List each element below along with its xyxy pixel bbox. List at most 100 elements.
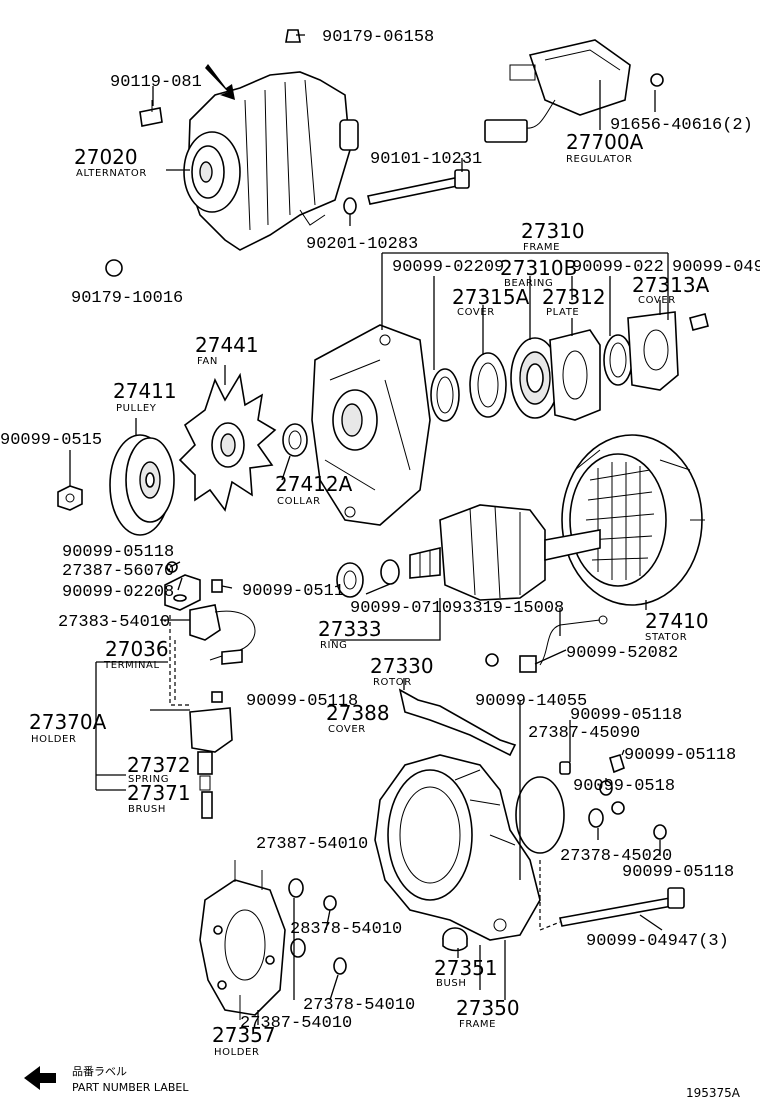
label-90099-02208: 90099-02208 bbox=[62, 583, 174, 602]
plate-27312-drawing bbox=[549, 329, 601, 421]
cover-27388-drawing bbox=[398, 688, 517, 757]
label-frame-top: FRAME bbox=[523, 242, 560, 253]
label-27312: 27312 bbox=[542, 285, 606, 309]
label-cover-b: COVER bbox=[638, 295, 676, 306]
label-93319-15008: 93319-15008 bbox=[452, 599, 564, 618]
label-90099-049: 90099-049 bbox=[672, 258, 760, 277]
label-27357: 27357 bbox=[212, 1023, 276, 1047]
label-terminal: TERMINAL bbox=[103, 660, 160, 671]
label-27387-56070: 27387-56070 bbox=[62, 562, 174, 581]
label-27020: 27020 bbox=[74, 145, 138, 169]
label-27387-45090: 27387-45090 bbox=[528, 724, 640, 743]
label-27372: 27372 bbox=[127, 753, 191, 777]
label-spring: SPRING bbox=[128, 774, 169, 785]
label-27410: 27410 bbox=[645, 609, 709, 633]
label-90099-0518: 90099-0518 bbox=[573, 777, 675, 796]
label-regulator: REGULATOR bbox=[566, 154, 633, 165]
leader-lines bbox=[69, 34, 669, 1025]
pulley-drawing bbox=[109, 434, 175, 536]
label-28378-54010: 28378-54010 bbox=[290, 920, 402, 939]
label-rotor: ROTOR bbox=[373, 677, 412, 688]
ring-90099-0710-drawing bbox=[380, 559, 400, 585]
fan-drawing bbox=[178, 372, 277, 512]
label-90099-02209: 90099-02209 bbox=[392, 258, 504, 277]
label-27036: 27036 bbox=[105, 637, 169, 661]
label-90099-05118-c: 90099-05118 bbox=[246, 692, 358, 711]
bush-27378-45020-drawing bbox=[588, 808, 604, 828]
figure-id: 195375A bbox=[686, 1086, 741, 1100]
label-90179-06158: 90179-06158 bbox=[322, 28, 434, 47]
label-90099-022: 90099-022 bbox=[572, 258, 664, 277]
label-90099-05118-f: 90099-05118 bbox=[622, 863, 734, 882]
label-ring: RING bbox=[320, 640, 348, 651]
nut-90099-0515-drawing bbox=[57, 485, 83, 511]
label-27371: 27371 bbox=[127, 781, 191, 805]
ring-90099-02209-drawing bbox=[430, 368, 460, 422]
cover-27313A-drawing bbox=[627, 311, 679, 391]
label-alternator: ALTERNATOR bbox=[76, 168, 147, 179]
label-90099-52082: 90099-52082 bbox=[566, 644, 678, 663]
label-27700A: 27700A bbox=[566, 130, 644, 154]
label-27378-54010: 27378-54010 bbox=[303, 996, 415, 1015]
label-90099-05118-e: 90099-05118 bbox=[624, 746, 736, 765]
label-27315A: 27315A bbox=[452, 285, 530, 309]
alternator-assembly-drawing bbox=[139, 29, 359, 251]
o-ring-drawing bbox=[515, 776, 565, 854]
label-27411: 27411 bbox=[113, 379, 177, 403]
label-27310B: 27310B bbox=[500, 256, 577, 280]
stator-drawing bbox=[561, 434, 705, 606]
cover-27315A-drawing bbox=[469, 352, 507, 418]
label-27313A: 27313A bbox=[632, 273, 710, 297]
rear-frame-drawing bbox=[374, 754, 541, 941]
nut-90179-10016-drawing bbox=[105, 259, 123, 277]
label-plate: PLATE bbox=[546, 307, 579, 318]
label-27441: 27441 bbox=[195, 333, 259, 357]
label-90099-05118-a: 90099-05118 bbox=[62, 543, 174, 562]
insulator-27378-54010-drawing bbox=[333, 957, 347, 975]
label-27351: 27351 bbox=[434, 956, 498, 980]
bearing-27310B-drawing bbox=[510, 337, 560, 419]
insulator-27387-54010-b-drawing bbox=[290, 938, 306, 958]
legend-en-label: PART NUMBER LABEL bbox=[72, 1081, 189, 1094]
label-90099-0511: 90099-0511 bbox=[242, 582, 344, 601]
insulator-27387-54010-a-drawing bbox=[288, 878, 304, 898]
callout-labels: 90179-06158 90119-081 91656-40616(2) 277… bbox=[0, 28, 760, 1058]
label-90201-10283: 90201-10283 bbox=[306, 235, 418, 254]
label-fan: FAN bbox=[197, 356, 218, 367]
label-27412A: 27412A bbox=[275, 472, 353, 496]
legend-arrow-icon bbox=[24, 1066, 56, 1090]
label-stator: STATOR bbox=[645, 632, 687, 643]
label-27310: 27310 bbox=[521, 219, 585, 243]
label-90099-14055: 90099-14055 bbox=[475, 692, 587, 711]
legend: 品番ラベル PART NUMBER LABEL bbox=[72, 1065, 189, 1094]
label-cover-a: COVER bbox=[457, 307, 495, 318]
label-90099-0515: 90099-0515 bbox=[0, 431, 102, 450]
label-holder-a: HOLDER bbox=[31, 734, 77, 745]
terminal-holder-drawing bbox=[164, 561, 256, 819]
label-27388: 27388 bbox=[326, 701, 390, 725]
screw-90099-049-drawing bbox=[689, 313, 709, 331]
label-90099-05118-d: 90099-05118 bbox=[570, 706, 682, 725]
label-27350: 27350 bbox=[456, 996, 520, 1020]
collar-drawing bbox=[282, 423, 308, 457]
label-90099-04947: 90099-04947(3) bbox=[586, 932, 729, 951]
label-90179-10016: 90179-10016 bbox=[71, 289, 183, 308]
ring-27333-drawing bbox=[336, 562, 364, 598]
label-90119-081: 90119-081 bbox=[110, 73, 202, 92]
drive-end-frame-drawing bbox=[311, 324, 431, 526]
label-collar: COLLAR bbox=[277, 496, 321, 507]
label-27387-54010-b: 27387-54010 bbox=[240, 1014, 352, 1033]
nut-90099-05118-e-drawing bbox=[609, 754, 625, 774]
label-27387-54010-a: 27387-54010 bbox=[256, 835, 368, 854]
label-27370A: 27370A bbox=[29, 710, 107, 734]
bush-27351-drawing bbox=[442, 927, 468, 952]
rotor-drawing bbox=[409, 504, 601, 601]
label-90101-10231: 90101-10231 bbox=[370, 150, 482, 169]
label-bush: BUSH bbox=[436, 978, 466, 989]
long-bolt-drawing bbox=[559, 887, 685, 927]
insulator-28378-drawing bbox=[323, 895, 337, 911]
nut-90099-05118-f-drawing bbox=[653, 824, 667, 840]
regulator-drawing bbox=[484, 39, 664, 143]
label-27378-45020: 27378-45020 bbox=[560, 847, 672, 866]
